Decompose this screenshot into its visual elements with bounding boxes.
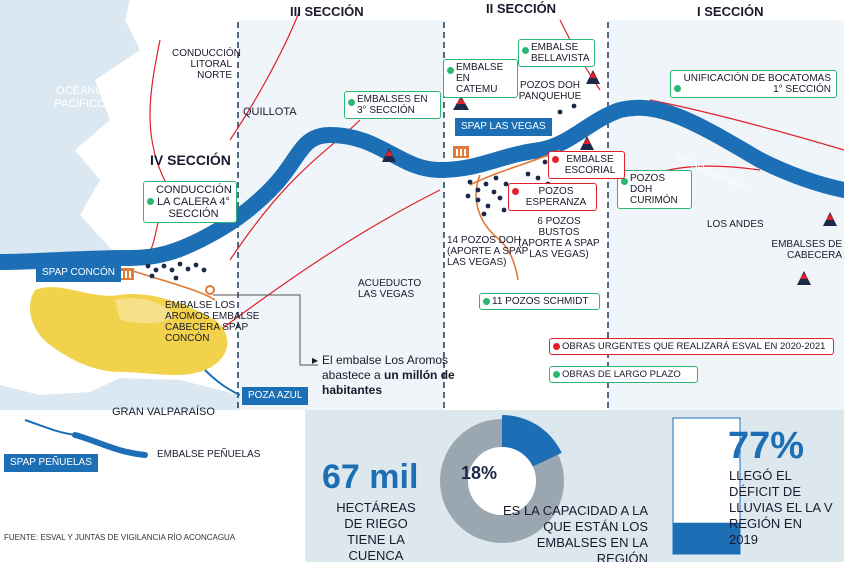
reservoir-icon bbox=[453, 96, 469, 110]
reservoir-icon bbox=[586, 70, 600, 84]
section-iii-title: III SECCIÓN bbox=[290, 4, 364, 19]
deficit-text: LLEGÓ EL DÉFICIT DE LLUVIAS EL LA V REGI… bbox=[729, 468, 833, 547]
legend-urgent: OBRAS URGENTES QUE REALIZARÁ ESVAL EN 20… bbox=[549, 338, 834, 355]
pozos-panquehue-label: POZOS DOH PANQUEHUE bbox=[518, 80, 582, 102]
conduccion-litoral-label: CONDUCCIÓN LITORAL NORTE bbox=[172, 48, 241, 81]
acueducto-label: ACUEDUCTO LAS VEGAS bbox=[358, 278, 422, 300]
pozos-schmidt-box: 11 POZOS SCHMIDT bbox=[479, 293, 600, 310]
embalse-penuelas-shape bbox=[72, 432, 148, 458]
capacity-donut bbox=[440, 415, 564, 543]
pozos-bustos-label: 6 POZOS BUSTOS (APORTE A SPAP LAS VEGAS) bbox=[518, 216, 600, 260]
aromos-note: ▸El embalse Los Aromos abastece a un mil… bbox=[312, 353, 455, 397]
boundary-line bbox=[649, 99, 844, 151]
urban-area bbox=[30, 287, 228, 376]
hectares-value: 67 mil bbox=[322, 458, 419, 496]
river-aconcagua bbox=[0, 99, 844, 270]
quillota-label: QUILLOTA bbox=[243, 106, 297, 118]
spap-concon-tag: SPAP CONCÓN bbox=[36, 264, 121, 282]
embalse-catemu-box: EMBALSE EN CATEMU bbox=[443, 59, 518, 98]
section-iii-shade bbox=[238, 20, 444, 410]
arrow-right-icon: ▸ bbox=[312, 353, 319, 367]
spap-las-vegas-tag: SPAP LAS VEGAS bbox=[455, 118, 552, 136]
reservoir-icon bbox=[382, 148, 396, 162]
pump-station-icon bbox=[118, 268, 134, 280]
pointer-line bbox=[213, 294, 318, 366]
pozos-curimon-box: POZOS DOH CURIMÓN bbox=[617, 170, 692, 209]
embalse-bellavista-box: EMBALSE BELLAVISTA bbox=[518, 39, 595, 67]
embalses-cabecera-label: EMBALSES DE CABECERA bbox=[771, 239, 842, 261]
section-i-title: I SECCIÓN bbox=[697, 4, 764, 19]
section-iv-title: IV SECCIÓN bbox=[150, 152, 231, 168]
capacity-value: 18% bbox=[460, 463, 498, 483]
deficit-bar-fill bbox=[673, 522, 740, 554]
donut-fill bbox=[502, 415, 562, 467]
unificacion-box: UNIFICACIÓN DE BOCATOMAS 1° SECCIÓN bbox=[670, 70, 837, 98]
pozos-esperanza-box: POZOS ESPERANZA bbox=[508, 183, 597, 211]
reservoir-icon bbox=[580, 136, 594, 150]
source-note: FUENTE: ESVAL Y JUNTAS DE VIGILANCIA RÍO… bbox=[4, 533, 236, 542]
boundary-line bbox=[229, 9, 301, 141]
pump-station-icon bbox=[453, 146, 469, 158]
canal bbox=[475, 174, 519, 281]
embalse-aromos-label: EMBALSE LOS AROMOS EMBALSE CABECERA SPAP… bbox=[165, 300, 260, 344]
stats-panel bbox=[305, 410, 844, 562]
canal bbox=[129, 269, 216, 301]
urban-area bbox=[115, 298, 175, 324]
poza-azul-tag: POZA AZUL bbox=[242, 387, 309, 405]
poza-azul-line bbox=[204, 369, 241, 396]
conduccion-calera-box: CONDUCCIÓN LA CALERA 4° SECCIÓN bbox=[143, 181, 237, 223]
reservoir-icon bbox=[823, 212, 837, 226]
embalse-escorial-box: EMBALSE ESCORIAL bbox=[548, 151, 625, 179]
legend-long-term: OBRAS DE LARGO PLAZO bbox=[549, 366, 698, 383]
section-ii-title: II SECCIÓN bbox=[486, 1, 557, 16]
ocean-label: OCÉANO PACIFICO bbox=[54, 85, 106, 110]
capacity-text: ES LA CAPACIDAD A LA QUE ESTÁN LOS EMBAL… bbox=[503, 503, 648, 562]
donut-hole bbox=[468, 447, 536, 515]
reservoir-icon bbox=[797, 271, 811, 285]
los-andes-label: LOS ANDES bbox=[707, 219, 764, 230]
embalse-penuelas-label: EMBALSE PEÑUELAS bbox=[157, 449, 261, 460]
los-aromos-marker bbox=[205, 285, 215, 295]
pozos-14-label: 14 POZOS DOH (APORTE A SPAP LAS VEGAS) bbox=[447, 235, 529, 268]
embalses-3-box: EMBALSES EN 3° SECCIÓN bbox=[344, 91, 441, 119]
deficit-value: 77% bbox=[728, 425, 805, 467]
spap-penuelas-tag: SPAP PEÑUELAS bbox=[4, 454, 98, 472]
hectares-text: HECTÁREAS DE RIEGO TIENE LA CUENCA bbox=[336, 500, 416, 562]
embalse-penuelas-inflow bbox=[24, 419, 76, 436]
gran-valparaiso-label: GRAN VALPARAÍSO bbox=[112, 406, 215, 418]
